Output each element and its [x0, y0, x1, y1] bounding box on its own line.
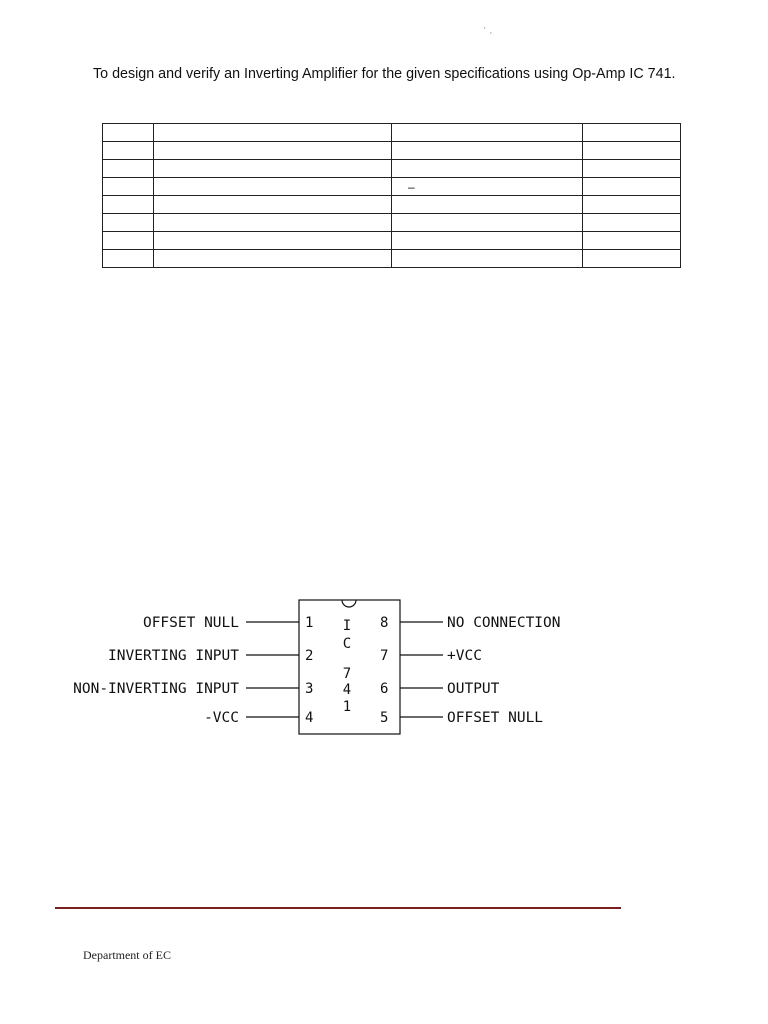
table-row: – [102, 177, 681, 196]
table-cell [391, 159, 583, 178]
right-pin-number: 7 [380, 648, 388, 664]
left-pin-number: 1 [305, 615, 313, 631]
table-cell [153, 123, 392, 142]
left-pin-label: -VCC [204, 710, 239, 726]
aim-statement: To design and verify an Inverting Amplif… [93, 66, 676, 82]
table-cell [391, 141, 583, 160]
table-cell [582, 249, 681, 268]
table-row [102, 195, 681, 214]
left-pin-number: 4 [305, 710, 313, 726]
table-cell [102, 213, 154, 232]
table-cell [153, 213, 392, 232]
table-cell [102, 231, 154, 250]
footer-department: Department of EC [83, 948, 171, 962]
chip-letter: C [343, 636, 351, 652]
ic-body [298, 599, 401, 735]
chip-letter: 4 [343, 682, 351, 698]
left-pin-number: 3 [305, 681, 313, 697]
table-cell [391, 123, 583, 142]
table-cell [153, 159, 392, 178]
table-cell [582, 231, 681, 250]
table-row [102, 123, 681, 142]
table-row [102, 213, 681, 232]
right-pin-number: 8 [380, 615, 388, 631]
table-cell [391, 249, 583, 268]
table-cell [582, 177, 681, 196]
table-cell [582, 195, 681, 214]
table-cell [582, 141, 681, 160]
components-table: – [102, 123, 681, 268]
left-pin-number: 2 [305, 648, 313, 664]
table-cell [391, 231, 583, 250]
left-pin-label: NON-INVERTING INPUT [73, 681, 239, 697]
table-cell [153, 195, 392, 214]
table-cell [153, 231, 392, 250]
table-row [102, 159, 681, 178]
table-cell [391, 213, 583, 232]
table-cell [153, 141, 392, 160]
table-cell [102, 195, 154, 214]
right-pin-number: 5 [380, 710, 388, 726]
table-cell [102, 141, 154, 160]
table-cell [102, 177, 154, 196]
chip-letter: 1 [343, 699, 351, 715]
table-row [102, 249, 681, 268]
table-cell [582, 213, 681, 232]
left-pin-label: INVERTING INPUT [108, 648, 239, 664]
right-pin-label: NO CONNECTION [447, 615, 561, 631]
footer-rule [55, 907, 621, 909]
table-cell [102, 249, 154, 268]
right-pin-label: OUTPUT [447, 681, 500, 697]
right-pin-number: 6 [380, 681, 388, 697]
table-row [102, 231, 681, 250]
table-cell [582, 123, 681, 142]
right-pin-label: OFFSET NULL [447, 710, 543, 726]
chip-letter: 7 [343, 666, 351, 682]
table-cell [102, 123, 154, 142]
page-mark: ' , [484, 26, 493, 35]
table-cell [391, 195, 583, 214]
table-row [102, 141, 681, 160]
table-cell [153, 177, 392, 196]
table-cell: – [391, 177, 583, 196]
ic-notch [341, 599, 357, 608]
table-cell [582, 159, 681, 178]
table-cell [102, 159, 154, 178]
table-cell [153, 249, 392, 268]
right-pin-label: +VCC [447, 648, 482, 664]
left-pin-label: OFFSET NULL [143, 615, 239, 631]
chip-letter: I [343, 618, 351, 634]
